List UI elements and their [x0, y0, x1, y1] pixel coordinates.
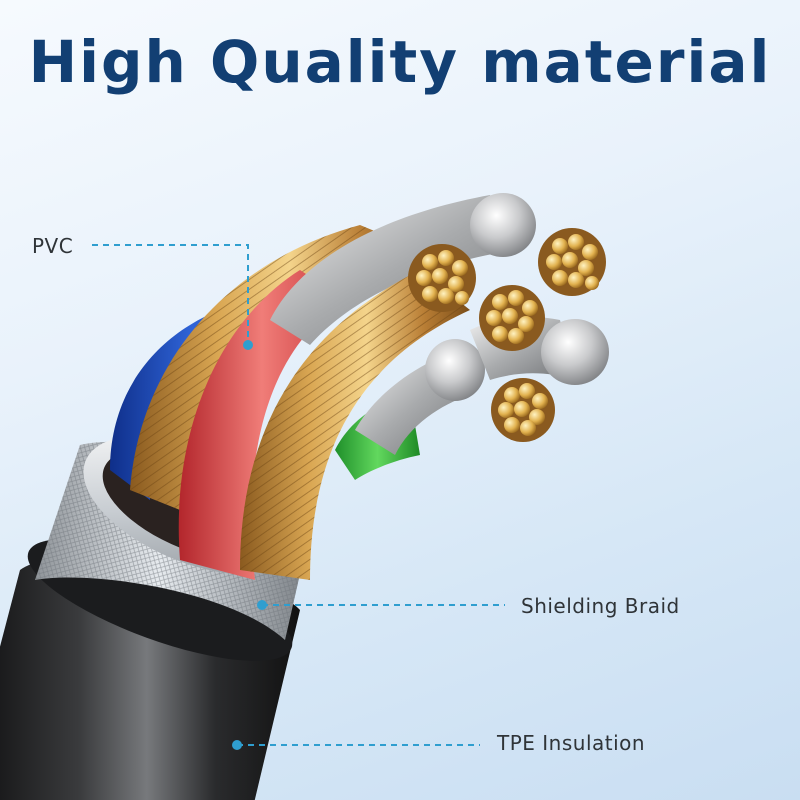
headline: High Quality material	[28, 28, 772, 96]
braid-callout-dot	[257, 600, 267, 610]
tpe-callout-dot	[232, 740, 242, 750]
red-pvc-conductor	[178, 270, 345, 580]
copper-strand-end-3	[479, 285, 545, 351]
pvc-label: PVC	[32, 234, 74, 258]
copper-strand-end-2	[538, 228, 606, 296]
callout-leaders	[92, 244, 505, 746]
shielding-braid-label: Shielding Braid	[521, 594, 680, 618]
copper-strand-end-4	[491, 378, 555, 442]
pvc-leader-line	[92, 244, 249, 345]
silver-core-top	[270, 195, 515, 345]
pvc-callout-dot	[243, 340, 253, 350]
tpe-insulation-label: TPE Insulation	[497, 731, 646, 755]
copper-strand-end-1	[408, 244, 476, 312]
